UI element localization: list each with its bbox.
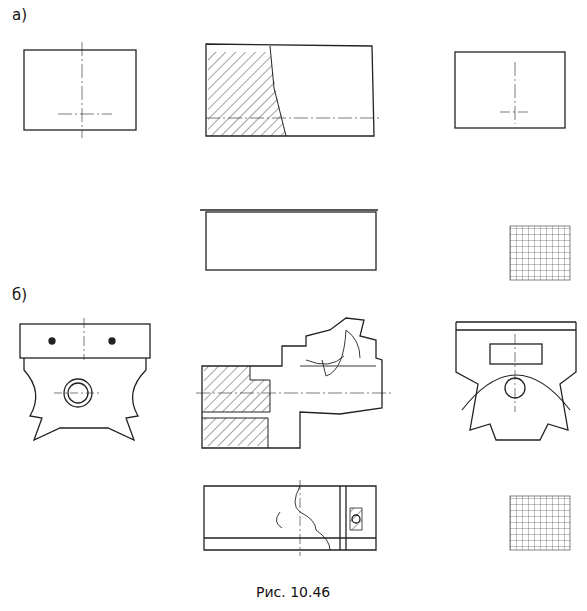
view-label: а) [12,6,27,24]
view-b-bottom [204,480,570,556]
figure-caption: Рис. 10.46 [256,584,330,600]
view-label: б) [12,286,27,304]
grid [510,496,570,550]
grid [510,226,570,280]
view-a-bottom [200,210,570,280]
view-b-section [196,318,392,448]
view-b-left [20,318,150,440]
view-b-right [456,322,576,440]
view-a-left [24,42,136,138]
view-a-right [455,52,565,128]
view-a-section [206,44,380,136]
